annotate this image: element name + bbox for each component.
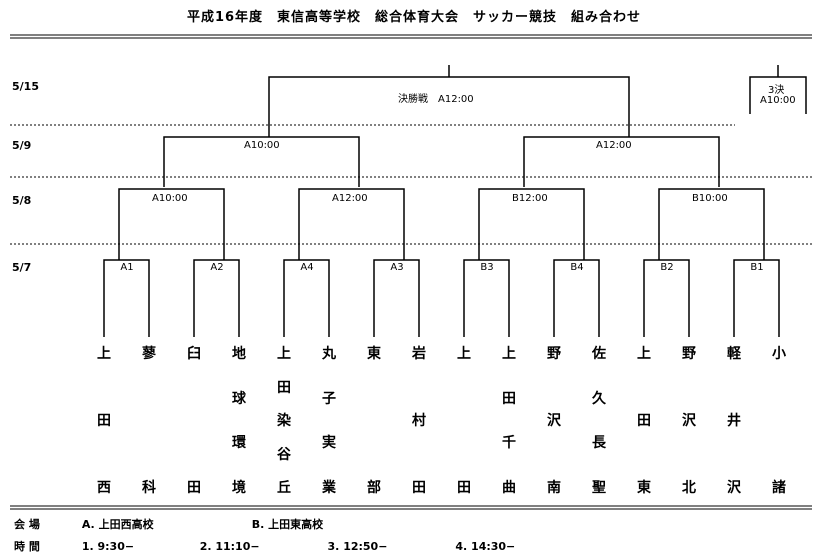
team-name-char: 臼 — [187, 346, 201, 362]
date-label-quarters: 5/8 — [12, 194, 32, 207]
quarter-match-label: B10:00 — [692, 193, 728, 204]
first-round-match-label: B1 — [750, 262, 764, 273]
team-name-char: 実 — [322, 435, 336, 452]
venue-a: A. 上田西高校 — [81, 518, 154, 531]
team-name-char: 野 — [682, 346, 696, 362]
quarter-match-label: B12:00 — [512, 193, 548, 204]
team-name-char: 諸 — [772, 480, 786, 496]
team-name-char: 曲 — [502, 480, 516, 496]
team-name-char: 村 — [412, 413, 426, 429]
time-row: 時 間 1. 9:30− 2. 11:10− 3. 12:50− 4. 14:3… — [14, 538, 515, 554]
team-name-char: 境 — [232, 480, 246, 496]
page-title: 平成16年度 東信高等学校 総合体育大会 サッカー競技 組み合わせ — [186, 10, 642, 25]
team-name-char: 科 — [142, 480, 156, 496]
venue-row: 会 場 A. 上田西高校 B. 上田東高校 — [14, 516, 323, 532]
team-name-char: 谷 — [277, 446, 291, 463]
team-name-char: 千 — [502, 435, 516, 452]
team-name-char: 上 — [277, 346, 291, 362]
time-slot: 2. 11:10− — [199, 540, 260, 553]
first-round-match-label: A4 — [300, 262, 314, 273]
date-label-final: 5/15 — [12, 80, 39, 93]
team-name-char: 東 — [367, 346, 381, 362]
team-name-char: 丘 — [277, 480, 291, 496]
team-name-char: 井 — [727, 413, 741, 429]
team-name-char: 田 — [187, 480, 201, 496]
date-label-semis: 5/9 — [12, 139, 32, 152]
time-label: 時 間 — [14, 540, 40, 553]
team-name-char: 南 — [547, 480, 561, 496]
semi-match-label: A10:00 — [244, 140, 280, 151]
first-round-match-label: B3 — [480, 262, 494, 273]
team-name-char: 田 — [637, 413, 651, 429]
date-label-first-round: 5/7 — [12, 261, 32, 274]
team-name-char: 軽 — [727, 346, 741, 362]
team-name-char: 久 — [592, 390, 606, 407]
venue-b: B. 上田東高校 — [251, 518, 324, 531]
team-name-char: 長 — [592, 435, 606, 452]
team-name-char: 子 — [322, 390, 336, 407]
team-name-char: 丸 — [322, 346, 336, 362]
third-place-label-1: 3決 — [768, 85, 785, 96]
team-name-char: 岩 — [412, 346, 426, 362]
team-name-char: 沢 — [547, 413, 561, 429]
time-slot: 4. 14:30− — [455, 540, 516, 553]
team-name-char: 田 — [97, 413, 111, 429]
quarter-match-label: A12:00 — [332, 193, 368, 204]
team-name-char: 田 — [457, 480, 471, 496]
team-name-char: 部 — [367, 480, 381, 496]
team-name-char: 西 — [97, 480, 111, 496]
venue-label: 会 場 — [14, 518, 40, 531]
team-name-char: 上 — [457, 346, 471, 362]
first-round-match-label: B4 — [570, 262, 584, 273]
semi-match-label: A12:00 — [596, 140, 632, 151]
team-name-char: 田 — [502, 390, 516, 407]
team-name-char: 業 — [322, 480, 336, 496]
final-match-label: 決勝戦 A12:00 — [398, 94, 474, 105]
third-place-label-2: A10:00 — [760, 95, 796, 106]
team-name-char: 地 — [232, 346, 246, 362]
team-name-char: 球 — [232, 390, 246, 407]
first-round-match-label: A3 — [390, 262, 404, 273]
first-round-match-label: B2 — [660, 262, 674, 273]
team-name-char: 上 — [97, 346, 111, 362]
team-name-char: 小 — [772, 346, 786, 362]
team-name-char: 田 — [277, 379, 291, 396]
team-name-char: 沢 — [727, 480, 741, 496]
first-round-match-label: A2 — [210, 262, 224, 273]
first-round-match-label: A1 — [120, 262, 134, 273]
team-name-char: 染 — [277, 413, 291, 429]
team-name-char: 野 — [547, 346, 561, 362]
team-name-char: 上 — [637, 346, 651, 362]
time-slot: 1. 9:30− — [81, 540, 135, 553]
team-name-char: 環 — [232, 435, 246, 452]
team-name-char: 東 — [637, 480, 651, 496]
team-name-char: 佐 — [592, 346, 606, 362]
team-name-char: 蓼 — [142, 346, 156, 362]
team-name-char: 北 — [682, 480, 696, 496]
team-name-char: 田 — [412, 480, 426, 496]
team-name-char: 聖 — [592, 480, 606, 496]
quarter-match-label: A10:00 — [152, 193, 188, 204]
team-name-char: 上 — [502, 346, 516, 362]
time-slot: 3. 12:50− — [327, 540, 388, 553]
team-name-char: 沢 — [682, 413, 696, 429]
